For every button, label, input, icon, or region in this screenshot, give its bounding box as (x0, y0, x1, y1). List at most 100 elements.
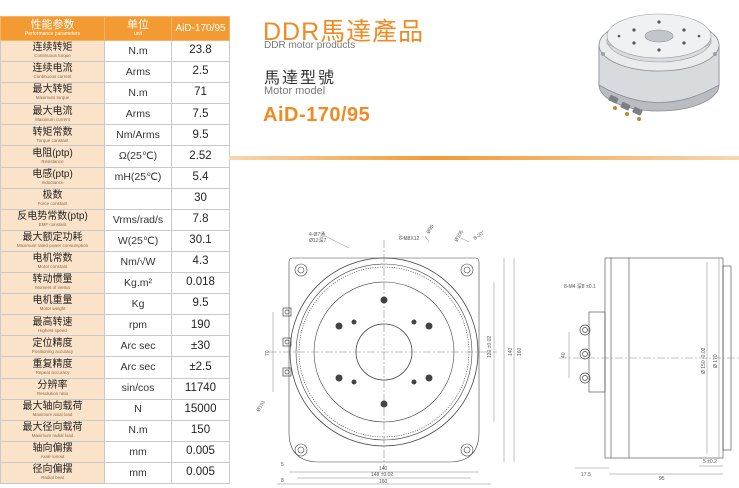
param-value: 30.1 (171, 229, 230, 252)
param-unit: Arms (104, 61, 172, 84)
param-unit (104, 187, 172, 210)
motor-product-image (598, 13, 720, 121)
label-dim-150: Ø 150 -0.02 (701, 347, 707, 374)
param-unit: Arms (104, 103, 172, 126)
param-value: 71 (171, 82, 230, 105)
param-value: 23.8 (171, 39, 230, 63)
param-value: 4.3 (171, 250, 230, 274)
technical-drawing: 4-Ø7通 Ø12深7 6-M8X12 Ø95 Ø106 8-20° Ø151 … (256, 224, 739, 485)
label-angle: 8-20° (473, 230, 486, 242)
param-value: 5.4 (171, 166, 230, 189)
label-dim-160v: 160 (517, 347, 523, 356)
param-value: ±30 (171, 335, 230, 358)
label-dim-160h: 160 (379, 479, 388, 485)
param-name: 电阻(ptp)Resistance (0, 145, 105, 168)
param-value: 7.5 (171, 103, 230, 126)
param-unit: rpm (104, 314, 172, 337)
param-unit: mm (104, 461, 172, 484)
label-dim-148: 148 ±0.02 (371, 472, 393, 478)
model-value: AiD-170/95 (263, 104, 371, 126)
param-name: 电感(ptp)Inductance (0, 166, 105, 189)
side-view-drawing (559, 257, 739, 459)
param-value: 2.5 (171, 61, 230, 84)
param-unit: Arc sec (104, 335, 172, 358)
products-subtitle: DDR motor products (264, 40, 356, 51)
col-header-unit: 单位 unit (104, 16, 172, 41)
label-pcd: Ø151 (256, 399, 267, 413)
label-dim-8: 8 (281, 478, 284, 484)
param-unit: Arc sec (104, 356, 172, 379)
spec-table-header: 性能参数 Performance parameters 单位 unit AiD-… (0, 16, 230, 41)
param-value: 190 (171, 314, 230, 337)
param-value: 30 (171, 187, 230, 210)
front-view-holes (335, 296, 433, 408)
front-view-dimension-text: 4-Ø7通 Ø12深7 6-M8X12 Ø95 Ø106 8-20° Ø151 … (256, 224, 523, 485)
label-dim-95: 95 (659, 476, 665, 482)
param-value: 9.5 (171, 124, 230, 147)
param-unit: Kg.m² (104, 272, 172, 295)
param-unit: N.m (104, 82, 172, 105)
label-dim-70: 70 (265, 350, 271, 356)
spec-table: 性能参数 Performance parameters 单位 unit AiD-… (0, 16, 230, 484)
col-header-model: AiD-170/95 (171, 16, 230, 41)
label-holes-a2: Ø12深7 (309, 237, 326, 244)
label-dim-17-5: 17.5 (581, 472, 591, 478)
param-unit: N.m (104, 419, 172, 442)
products-title: DDR馬達產品 (263, 18, 425, 46)
param-unit: Nm/Arms (104, 124, 172, 147)
model-label-en: Motor model (264, 85, 326, 97)
col-header-param: 性能参数 Performance parameters (0, 16, 105, 41)
param-unit: N.m (104, 39, 172, 63)
label-dia-top2: Ø106 (454, 229, 465, 243)
side-view-dimension-text: 40 Ø 150 -0.02 Ø 170 17.5 95 5 ±0.2 8-M4… (561, 283, 719, 482)
param-unit: Vrms/rad/s (104, 208, 172, 231)
label-dim-120: 120 ±0.02 (487, 336, 493, 358)
label-dim-140v: 140 (508, 347, 514, 356)
label-dim-40: 40 (561, 352, 567, 358)
side-view-dimensions (568, 258, 723, 475)
label-dim-5: 5 (281, 462, 284, 468)
model-label: 馬達型號 (264, 70, 337, 87)
param-unit: sin/cos (104, 377, 172, 400)
product-header: DDR馬達產品 DDR motor products 馬達型號 Motor mo… (229, 0, 739, 160)
front-view-ports (282, 307, 292, 377)
param-unit: N (104, 398, 172, 421)
param-value: 15000 (171, 398, 230, 421)
label-dim-side: 8-M4 深8 ±0.1 (564, 283, 596, 290)
param-value: 9.5 (171, 293, 230, 316)
param-value: ±2.5 (171, 356, 230, 379)
param-value: 2.52 (171, 145, 230, 168)
label-dia-top: Ø95 (426, 224, 436, 235)
label-dim-5-2: 5 ±0.2 (703, 459, 717, 465)
